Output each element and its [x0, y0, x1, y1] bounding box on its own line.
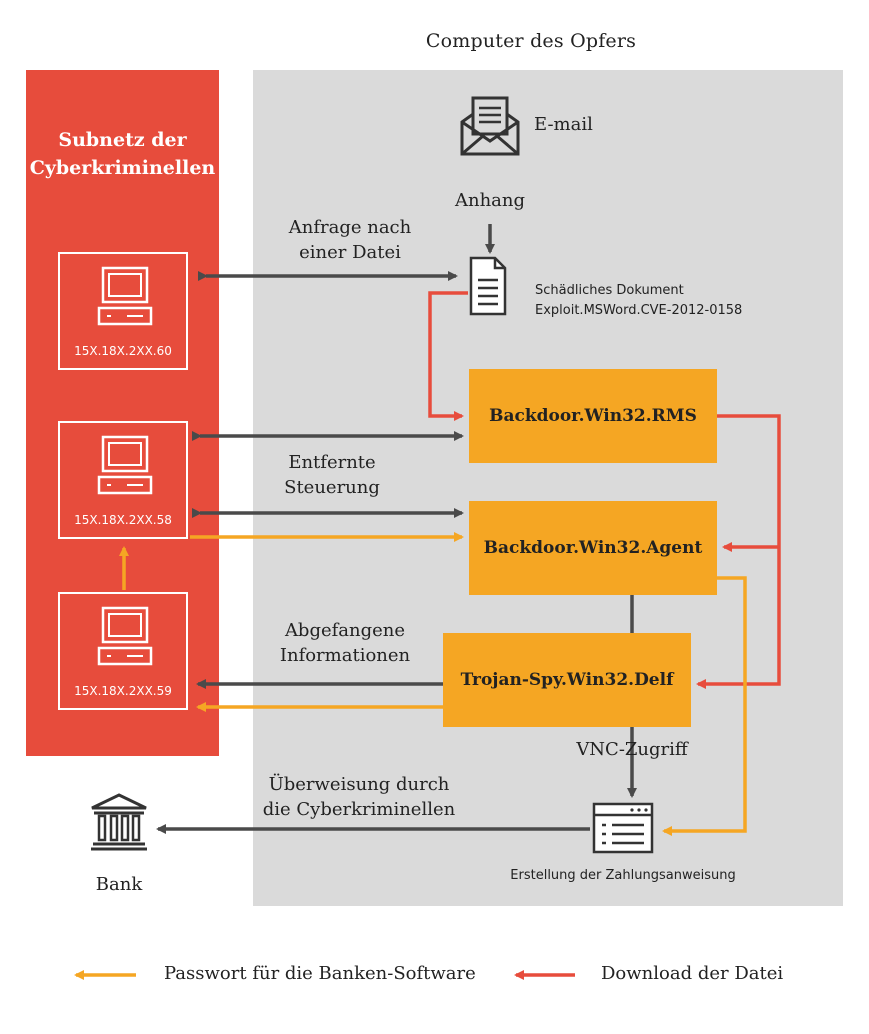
- malicious-document-title: Schädliches Dokument: [535, 283, 684, 298]
- host-box-60: 15X.18X.2XX.60: [58, 252, 188, 370]
- exploit-name: Exploit.MSWord.CVE-2012-0158: [535, 303, 743, 318]
- subnet-title: Subnetz der Cyberkriminellen: [26, 126, 219, 182]
- host-box-58: 15X.18X.2XX.58: [58, 421, 188, 539]
- intercepted-info-line1: Abgefangene: [284, 620, 406, 641]
- payment-form-icon: [592, 802, 654, 854]
- file-request-line2: einer Datei: [299, 242, 401, 263]
- intercepted-info-line2: Informationen: [279, 645, 411, 666]
- host-ip: 15X.18X.2XX.60: [74, 344, 172, 358]
- malicious-document-label: Schädliches Dokument Exploit.MSWord.CVE-…: [535, 281, 742, 321]
- remote-control-label: Entfernte Steuerung: [262, 450, 402, 500]
- node-backdoor-rms: Backdoor.Win32.RMS: [469, 369, 717, 463]
- subnet-title-line2: Cyberkriminellen: [29, 157, 216, 179]
- intercepted-info-label: Abgefangene Informationen: [262, 618, 428, 668]
- bank-icon: [91, 793, 147, 851]
- host-ip: 15X.18X.2XX.58: [74, 513, 172, 527]
- node-trojan-delf: Trojan-Spy.Win32.Delf: [443, 633, 691, 727]
- legend-download-label: Download der Datei: [601, 963, 784, 984]
- host-box-59: 15X.18X.2XX.59: [58, 592, 188, 710]
- bank-label: Bank: [95, 874, 143, 895]
- attachment-label: Anhang: [454, 190, 526, 211]
- diagram-title: Computer des Opfers: [425, 30, 637, 52]
- legend-password-label: Passwort für die Banken-Software: [164, 963, 476, 984]
- arrow-password-payment: [662, 576, 747, 836]
- computer-icon: [97, 266, 153, 326]
- arrow-download-rms: [428, 291, 468, 421]
- vnc-access-label: VNC-Zugriff: [576, 739, 688, 760]
- subnet-title-line1: Subnetz der: [58, 129, 187, 151]
- file-request-line1: Anfrage nach: [288, 217, 412, 238]
- computer-icon: [97, 435, 153, 495]
- transfer-line2: die Cyberkriminellen: [262, 799, 456, 820]
- arrow-download-delf: [696, 414, 781, 689]
- envelope-icon: [460, 96, 520, 156]
- computer-icon: [97, 606, 153, 666]
- remote-control-line2: Steuerung: [284, 477, 380, 498]
- remote-control-line1: Entfernte: [288, 452, 376, 473]
- host-ip: 15X.18X.2XX.59: [74, 684, 172, 698]
- document-icon: [469, 256, 507, 316]
- transfer-line1: Überweisung durch: [268, 774, 450, 795]
- payment-order-label: Erstellung der Zahlungsanweisung: [510, 868, 736, 883]
- transfer-label: Überweisung durch die Cyberkriminellen: [254, 772, 464, 822]
- node-backdoor-agent: Backdoor.Win32.Agent: [469, 501, 717, 595]
- email-label: E-mail: [534, 114, 593, 135]
- file-request-label: Anfrage nach einer Datei: [270, 215, 430, 265]
